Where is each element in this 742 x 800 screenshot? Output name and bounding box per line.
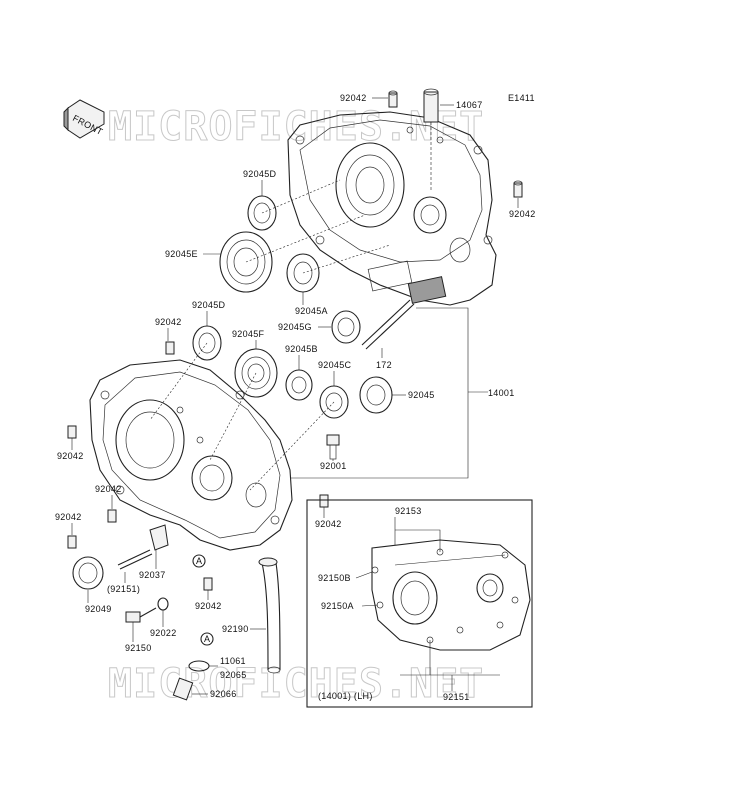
- callout-92045B: 92045B: [285, 344, 318, 354]
- stud-172: [361, 299, 415, 350]
- callout-92042-left-upper: 92042: [155, 317, 182, 327]
- callout-92153: 92153: [395, 506, 422, 516]
- callout-92001: 92001: [320, 461, 347, 471]
- callout-92045A: 92045A: [295, 306, 328, 316]
- callout-172: 172: [376, 360, 392, 370]
- dowel-pin-bottom: [203, 577, 213, 591]
- dowel-pin-center: [319, 494, 329, 508]
- bracket-14001: [290, 307, 469, 479]
- dowel-pin-left-upper: [165, 341, 175, 355]
- callout-92042-right: 92042: [509, 209, 536, 219]
- callout-92151: 92151: [443, 692, 470, 702]
- bearing-92045E: [219, 231, 273, 293]
- callout-92045: 92045: [408, 390, 435, 400]
- callout-14067: 14067: [456, 100, 483, 110]
- plug-14067: [423, 88, 439, 190]
- fitting-92066: [172, 677, 194, 701]
- bearing-92045: [359, 376, 393, 414]
- callout-92045E: 92045E: [165, 249, 198, 259]
- front-arrow-icon: FRONT: [63, 99, 105, 139]
- callout-11061: 11061: [220, 656, 246, 666]
- ref-circle-A-upper: A: [192, 554, 206, 568]
- callout-92022: 92022: [150, 628, 177, 638]
- watermark-bottom: MICROFICHES.NET: [108, 661, 484, 707]
- dowel-pin-left-mid: [67, 425, 77, 439]
- plug-92150: [125, 607, 157, 623]
- callout-92045D-lower: 92045D: [192, 300, 226, 310]
- callout-92037: 92037: [139, 570, 166, 580]
- callout-92045F: 92045F: [232, 329, 265, 339]
- callout-92042-bottom: 92042: [195, 601, 222, 611]
- svg-text:A: A: [204, 634, 210, 644]
- callout-92045G: 92045G: [278, 322, 312, 332]
- dowel-pin-top: [388, 90, 398, 108]
- callout-92066: 92066: [210, 689, 237, 699]
- bearing-92045G: [331, 310, 361, 344]
- callout-92151-paren: (92151): [107, 584, 140, 594]
- bolt-92151: [117, 549, 153, 570]
- callout-92150B: 92150B: [318, 573, 351, 583]
- bolt-92001: [326, 434, 340, 460]
- inset-caption: (14001) (LH): [318, 691, 373, 701]
- watermark-top: MICROFICHES.NET: [108, 104, 484, 150]
- callout-92042-top: 92042: [340, 93, 367, 103]
- callout-92042-left-mid: 92042: [57, 451, 84, 461]
- callout-92045D-upper: 92045D: [243, 169, 277, 179]
- diagram-code: E1411: [508, 93, 535, 103]
- callout-92045C: 92045C: [318, 360, 352, 370]
- oil-seal-92049: [72, 556, 104, 590]
- callout-92150A: 92150A: [321, 601, 354, 611]
- callout-92042-left-low1: 92042: [95, 484, 122, 494]
- hose-92190: [258, 557, 281, 674]
- dowel-pin-right: [513, 180, 523, 198]
- assembly-lines: [149, 179, 391, 491]
- inset-box-lh: [306, 499, 533, 708]
- callout-92065: 92065: [220, 670, 247, 680]
- callout-14001: 14001: [488, 388, 515, 398]
- callout-92042-left-low2: 92042: [55, 512, 82, 522]
- ref-circle-A-lower: A: [200, 632, 214, 646]
- left-crankcase-half: [89, 359, 293, 551]
- bearing-92045F: [234, 348, 278, 398]
- callout-92049: 92049: [85, 604, 112, 614]
- right-crankcase-half: [287, 111, 497, 306]
- dowel-pin-left-low2: [67, 535, 77, 549]
- svg-text:A: A: [196, 556, 202, 566]
- callout-92150: 92150: [125, 643, 152, 653]
- washer-92022: [157, 597, 169, 611]
- callout-92042-center: 92042: [315, 519, 342, 529]
- bearing-92045B: [285, 369, 313, 401]
- bracket-92037: [149, 524, 169, 551]
- dowel-pin-left-low1: [107, 509, 117, 523]
- callout-92190: 92190: [222, 624, 249, 634]
